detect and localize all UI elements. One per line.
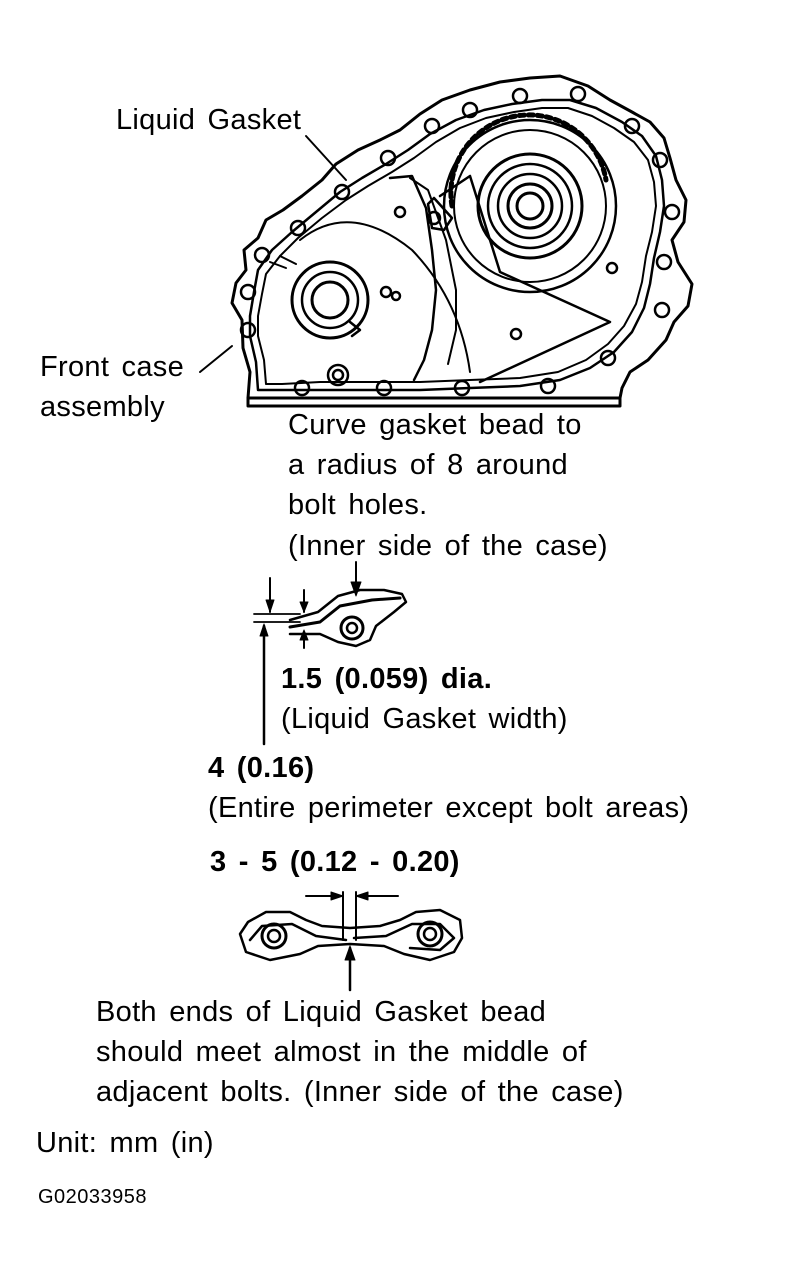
ends-flange [238,908,464,962]
curve-note-line1: Curve gasket bead to [288,409,582,441]
case-outer-outline [230,74,694,400]
main-bearing [442,112,618,294]
case-internal-rib-2 [409,177,457,365]
label-liquid-gasket: Liquid Gasket [116,104,302,136]
case-stud [426,196,454,232]
curve-note-line4: (Inner side of the case) [288,530,608,562]
label-unit: Unit: mm (in) [36,1127,214,1159]
bead-ends-detail [238,891,464,992]
label-overlap-dimension: 3 - 5 (0.12 - 0.20) [210,846,460,878]
gasket-bead-outer [248,98,666,392]
case-small-holes [326,205,619,387]
curve-note-line3: bolt holes. [288,489,428,521]
label-front-case-line2: assembly [40,391,165,423]
label-front-case-line1: Front case [40,351,184,383]
gasket-bead-inner [257,107,657,385]
perimeter-bolt-holes [239,85,681,397]
bead-cross-section-detail [253,561,408,746]
case-base [246,396,622,408]
ends-note-line1: Both ends of Liquid Gasket bead [96,996,547,1028]
front-case-assembly [230,74,694,408]
case-internal-curve [299,221,471,373]
label-bead-diameter: 1.5 (0.059) dia. [281,663,493,695]
case-divider [438,174,612,384]
detail-bolt-hole [339,615,365,641]
label-perimeter-note: (Entire perimeter except bolt areas) [208,792,690,824]
label-perimeter-dimension: 4 (0.16) [208,752,315,784]
ends-bead-right [352,922,456,952]
detail-flange [288,588,408,648]
ends-note-line2: should meet almost in the middle of [96,1036,587,1068]
figure-id: G02033958 [38,1186,148,1208]
ends-note-line3: adjacent bolts. (Inner side of the case) [96,1076,624,1108]
ends-bead-left [248,922,348,942]
label-bead-diameter-note: (Liquid Gasket width) [281,703,568,735]
leader-front-case [199,345,233,373]
secondary-bearing [269,255,370,340]
detail-bead-line [288,596,402,629]
curve-note-line2: a radius of 8 around [288,449,568,481]
leader-liquid-gasket [305,135,347,181]
